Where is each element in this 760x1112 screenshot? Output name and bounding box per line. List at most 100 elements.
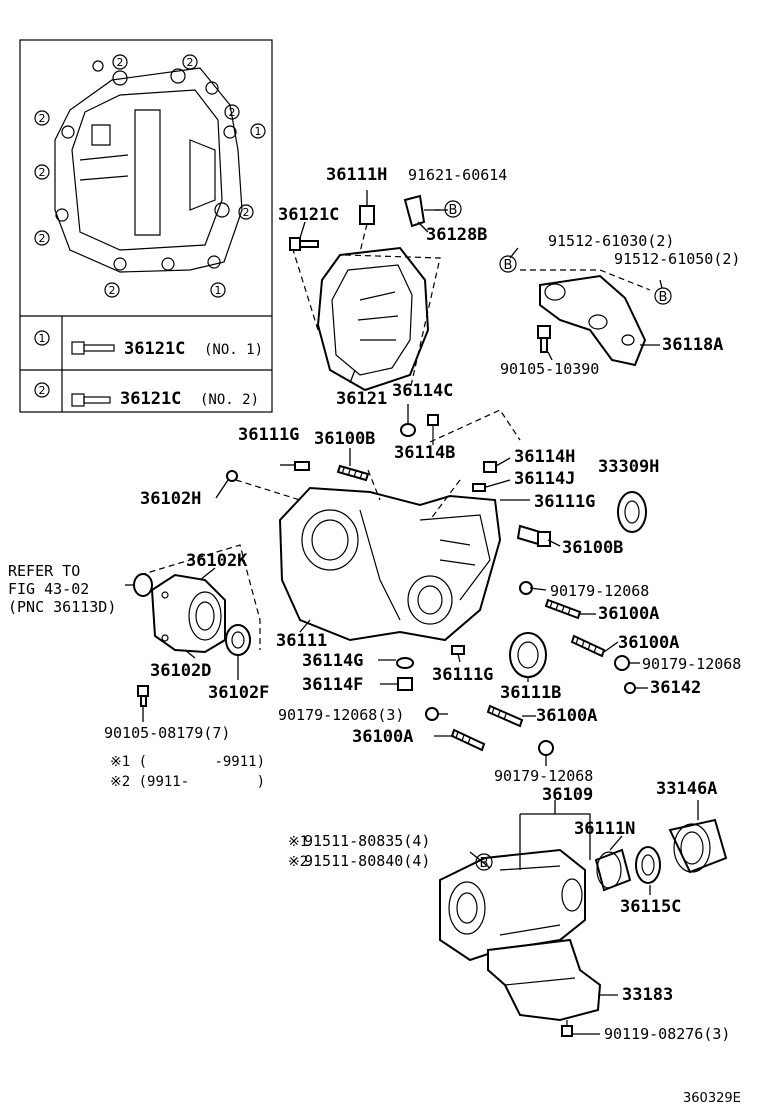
label-91512-61030: 91512-61030(2)	[548, 232, 674, 250]
inset-num: 2	[39, 166, 46, 179]
inset-row1-qual: (NO. 1)	[204, 342, 263, 358]
nut-90179-right-2	[614, 655, 630, 671]
label-90179-12068-b: 90179-12068	[642, 655, 741, 673]
plug-36111H	[359, 205, 375, 253]
ring-36142	[624, 682, 636, 694]
label-36111G-top: 36111G	[238, 425, 299, 445]
inset-num: 2	[39, 112, 46, 125]
marker-b: B	[659, 290, 668, 305]
inset-num: 1	[215, 284, 222, 297]
figure-id: 360329E	[683, 1091, 741, 1106]
label-36121C: 36121C	[278, 205, 339, 225]
label-36102F: 36102F	[208, 683, 269, 703]
bushing-36111N	[594, 848, 632, 892]
date-notes: ※1 ( -9911) ※2 (9911- ) ※1 ※2	[110, 754, 308, 870]
label-36100B-right: 36100B	[562, 538, 623, 558]
b-markers: B B B B	[444, 200, 672, 871]
inset-bolt-icon	[71, 393, 111, 407]
label-36102K: 36102K	[186, 551, 248, 571]
label-36100A-a: 36100A	[598, 604, 659, 624]
label-36142: 36142	[650, 678, 701, 698]
label-36114J: 36114J	[514, 469, 575, 489]
label-91621-60614: 91621-60614	[408, 166, 507, 184]
oring-36102K	[133, 573, 153, 597]
pin-36114J	[472, 483, 486, 492]
label-91511-80840: 91511-80840(4)	[304, 852, 430, 870]
bolt-90119	[561, 1020, 573, 1037]
cover-33183	[487, 938, 602, 1022]
label-36102D: 36102D	[150, 661, 211, 681]
label-36114F: 36114F	[302, 675, 363, 695]
label-33309H: 33309H	[598, 457, 659, 477]
mark-2: ※2	[288, 854, 308, 870]
label-36118A: 36118A	[662, 335, 723, 355]
stud-36100A-lower-2	[486, 704, 524, 728]
nut-90179-lower	[425, 707, 439, 721]
label-36102H: 36102H	[140, 489, 201, 509]
stud-36100B-right	[516, 524, 551, 547]
housing-36102D	[150, 573, 226, 654]
note-1: ※1 ( -9911)	[110, 754, 265, 770]
label-91511-80835: 91511-80835(4)	[304, 832, 430, 850]
stud-36100B-top	[336, 464, 370, 482]
main-case-36111	[278, 409, 521, 642]
pin-36111G-bottom	[451, 645, 465, 655]
label-36121: 36121	[336, 389, 387, 409]
label-36100A-d: 36100A	[536, 706, 597, 726]
label-36114G: 36114G	[302, 651, 363, 671]
refer-line2: FIG 43-02	[8, 580, 89, 598]
inset-num: 2	[117, 56, 124, 69]
label-36111G-right: 36111G	[534, 492, 595, 512]
label-36109: 36109	[542, 785, 593, 805]
leader-lines	[125, 190, 699, 1035]
label-36111N: 36111N	[574, 819, 635, 839]
note-2: ※2 (9911- )	[110, 774, 265, 790]
nut-90179-bottom	[538, 740, 554, 756]
label-90105-10390: 90105-10390	[500, 360, 599, 378]
label-33183: 33183	[622, 985, 673, 1005]
label-90105-08179: 90105-08179(7)	[104, 724, 230, 742]
mark-1: ※1	[288, 834, 308, 850]
label-36111H: 36111H	[326, 165, 387, 185]
part-labels: 36111H 91621-60614 36121C 36128B 91512-6…	[104, 165, 741, 1043]
refer-line1: REFER TO	[8, 562, 80, 580]
stud-36100A-right-1	[544, 598, 582, 620]
seal-33309H	[617, 491, 647, 533]
inset-circle-numbers: 2 2 2 2 1 2 2 2 2 1	[34, 54, 266, 298]
label-36100B-top: 36100B	[314, 429, 375, 449]
seal-36102F	[225, 624, 251, 656]
inset-row2-label: 36121C	[120, 389, 181, 409]
inset-bolt-icon	[71, 341, 115, 355]
label-90179-12068-c: 90179-12068(3)	[278, 706, 404, 724]
label-36114C: 36114C	[392, 381, 453, 401]
inset-row1-label: 36121C	[124, 339, 185, 359]
label-36114H: 36114H	[514, 447, 575, 467]
inset-num: 1	[255, 125, 262, 138]
inset-row1-num: 1	[39, 332, 46, 345]
refer-note: REFER TO FIG 43-02 (PNC 36113D)	[8, 562, 116, 616]
inset-num: 2	[39, 232, 46, 245]
label-36114B: 36114B	[394, 443, 455, 463]
label-90119-08276: 90119-08276(3)	[604, 1025, 730, 1043]
label-36128B: 36128B	[426, 225, 487, 245]
inset-cover-drawing	[54, 60, 243, 273]
bolt-36114H	[483, 461, 497, 473]
pin-36111G-top	[294, 461, 310, 471]
refer-line3: (PNC 36113D)	[8, 598, 116, 616]
stud-36100A-lower-1	[450, 728, 486, 752]
label-36115C: 36115C	[620, 897, 681, 917]
bolt-36121C	[289, 237, 319, 251]
inset-num: 2	[109, 284, 116, 297]
label-36100A-c: 36100A	[352, 727, 413, 747]
inset-row2-qual: (NO. 2)	[200, 392, 259, 408]
ring-36102H	[226, 470, 301, 501]
label-91512-61050: 91512-61050(2)	[614, 250, 740, 268]
label-33146A: 33146A	[656, 779, 717, 799]
bolt-90105-08179	[137, 685, 149, 707]
seal-36111B	[509, 632, 547, 678]
label-36111B: 36111B	[500, 683, 561, 703]
dustcover-33146A	[668, 818, 728, 874]
label-36111: 36111	[276, 631, 327, 651]
marker-b: B	[504, 258, 513, 273]
